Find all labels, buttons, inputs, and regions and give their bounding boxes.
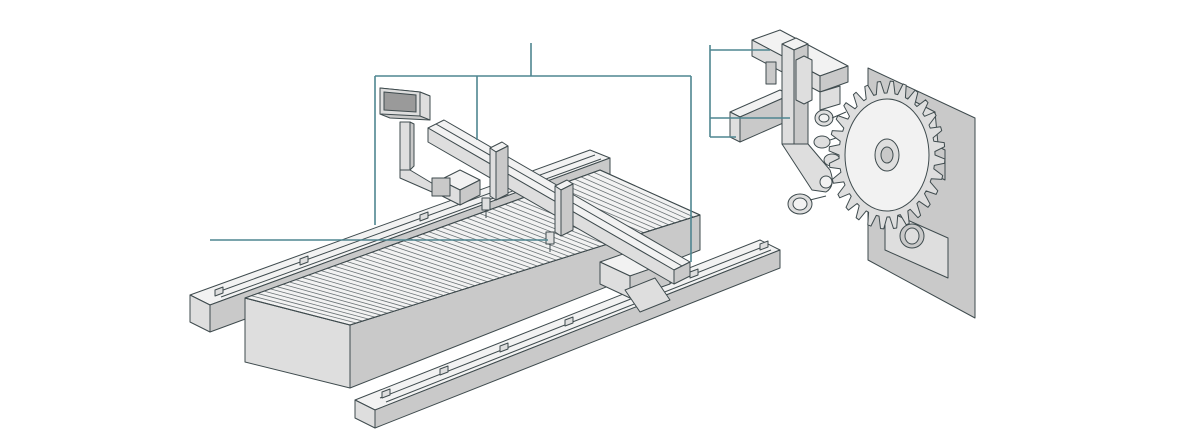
table-slat xyxy=(403,240,507,277)
table-slat xyxy=(333,265,438,298)
table-slat xyxy=(447,224,551,263)
callout-lines xyxy=(210,43,790,262)
table-slat xyxy=(282,283,388,314)
monitor-arm xyxy=(399,121,451,197)
tool-holder xyxy=(814,109,847,127)
table-slat xyxy=(454,222,557,261)
table-slat xyxy=(466,217,569,257)
table-slat xyxy=(289,281,394,312)
rail-block xyxy=(299,255,309,266)
table-slat xyxy=(308,274,413,306)
table-slat xyxy=(568,181,669,226)
table-slat xyxy=(339,263,444,296)
rail-block xyxy=(759,240,769,251)
tool-magazine-wheel xyxy=(828,80,946,230)
table-slat xyxy=(352,258,457,292)
table-slat xyxy=(263,290,369,320)
table-slat xyxy=(479,213,582,253)
tool-holders xyxy=(787,109,853,215)
table-slat xyxy=(301,277,407,308)
control-monitor xyxy=(379,87,431,121)
table-slat xyxy=(416,235,519,273)
table-slat xyxy=(561,183,663,228)
tool-changer xyxy=(729,29,976,319)
table-slat xyxy=(276,286,382,316)
table-slat xyxy=(365,254,469,289)
table-slat xyxy=(320,270,426,302)
table-slat xyxy=(593,171,694,218)
table-slat xyxy=(251,295,357,324)
table-slat xyxy=(371,251,476,287)
table-slat xyxy=(327,267,432,300)
table-slat xyxy=(580,176,682,222)
table-slat xyxy=(574,178,676,224)
table-slat xyxy=(485,210,588,251)
table-slat xyxy=(346,261,451,294)
torch-head-1 xyxy=(481,141,509,218)
table-slat xyxy=(295,279,401,310)
table-slat xyxy=(587,174,688,220)
table-slat xyxy=(257,293,363,322)
table-slat xyxy=(270,288,376,318)
rail-block xyxy=(564,316,574,327)
table-slat xyxy=(473,215,576,255)
rail-block xyxy=(499,342,509,353)
rail-block xyxy=(419,211,429,222)
table-slat xyxy=(314,272,419,304)
table-slat xyxy=(498,206,601,247)
table-slat xyxy=(428,231,532,269)
spindle-column xyxy=(781,37,833,193)
cutting-machine xyxy=(189,87,781,429)
table-slat xyxy=(492,208,594,249)
table-slat xyxy=(390,245,494,281)
rail-block xyxy=(439,365,449,376)
table-slat xyxy=(409,238,513,275)
rail-block xyxy=(381,388,391,399)
table-slat xyxy=(384,247,488,283)
table-slat xyxy=(435,229,538,267)
table-slat xyxy=(358,256,463,291)
tool-holder xyxy=(787,193,827,215)
rail-block xyxy=(214,286,224,297)
torch-head-2 xyxy=(545,179,574,252)
table-slat xyxy=(378,249,482,285)
table-slat xyxy=(441,226,544,265)
table-slat xyxy=(397,242,501,279)
